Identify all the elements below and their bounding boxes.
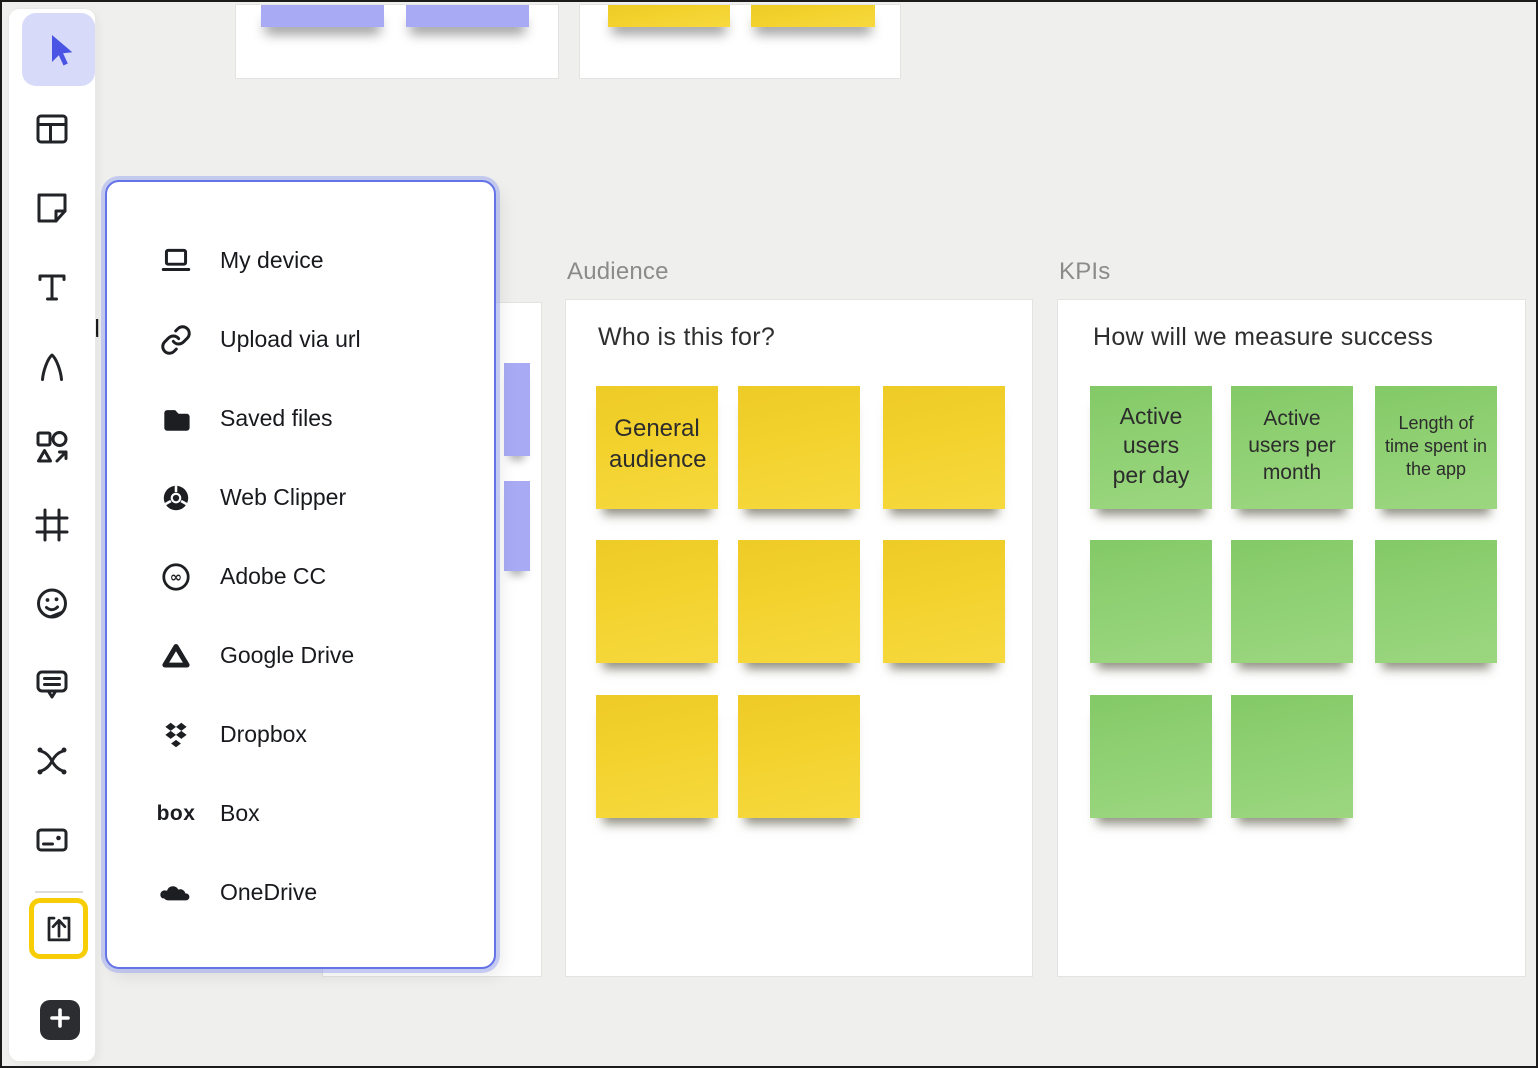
menu-item-label: Saved files bbox=[220, 405, 333, 432]
more-tools-button[interactable] bbox=[40, 1000, 80, 1040]
comment-icon bbox=[30, 662, 74, 706]
plus-icon bbox=[49, 1007, 71, 1034]
sticker-icon bbox=[30, 582, 74, 626]
partial-card-top-right[interactable] bbox=[579, 4, 901, 79]
sticky-note[interactable]: Active users per month bbox=[1231, 386, 1353, 509]
menu-item-adobe-cc[interactable]: ∞ Adobe CC bbox=[107, 537, 494, 616]
menu-item-label: Upload via url bbox=[220, 326, 361, 353]
dropbox-icon bbox=[156, 715, 196, 755]
tool-select[interactable] bbox=[22, 13, 95, 86]
menu-item-my-device[interactable]: My device bbox=[107, 221, 494, 300]
menu-item-label: Web Clipper bbox=[220, 484, 346, 511]
sticky-note-text: Length of time spent in the app bbox=[1384, 386, 1488, 481]
adobe-cc-icon: ∞ bbox=[156, 557, 196, 597]
tool-shapes[interactable] bbox=[30, 425, 74, 469]
kpis-card-title[interactable]: How will we measure success bbox=[1093, 323, 1433, 352]
sticky-note[interactable] bbox=[504, 363, 530, 456]
menu-item-google-drive[interactable]: Google Drive bbox=[107, 616, 494, 695]
sticky-note[interactable] bbox=[883, 386, 1005, 509]
sticky-note[interactable] bbox=[1375, 540, 1497, 663]
tool-templates[interactable] bbox=[30, 107, 74, 151]
menu-item-label: Dropbox bbox=[220, 721, 307, 748]
tool-text[interactable] bbox=[30, 265, 74, 309]
menu-item-upload-via-url[interactable]: Upload via url bbox=[107, 300, 494, 379]
tool-comment[interactable] bbox=[30, 662, 74, 706]
tool-sidebar bbox=[9, 9, 95, 1061]
sticky-note-text: Active users per day bbox=[1105, 386, 1197, 490]
sticky-note-text: Active users per month bbox=[1239, 386, 1345, 487]
sticky-note[interactable] bbox=[1231, 540, 1353, 663]
folder-icon bbox=[156, 399, 196, 439]
sticky-note[interactable] bbox=[504, 481, 530, 571]
menu-item-web-clipper[interactable]: Web Clipper bbox=[107, 458, 494, 537]
google-drive-icon bbox=[156, 636, 196, 676]
tool-sticker[interactable] bbox=[30, 582, 74, 626]
frame-label-audience[interactable]: Audience bbox=[567, 258, 669, 286]
sticky-note[interactable] bbox=[406, 5, 529, 27]
tool-sticky-note[interactable] bbox=[30, 186, 74, 230]
menu-item-label: Box bbox=[220, 800, 260, 827]
connector-icon bbox=[30, 739, 74, 783]
templates-icon bbox=[30, 107, 74, 151]
tool-pen[interactable] bbox=[30, 345, 74, 389]
onedrive-icon bbox=[156, 873, 196, 913]
link-icon bbox=[156, 320, 196, 360]
sticky-note[interactable]: General audience bbox=[596, 386, 718, 509]
occluded-text-fragment: d bbox=[96, 315, 105, 343]
sticky-note[interactable] bbox=[596, 695, 718, 818]
sticky-note[interactable] bbox=[596, 540, 718, 663]
sticky-note[interactable] bbox=[1231, 695, 1353, 818]
upload-menu: My device Upload via url Saved files bbox=[105, 180, 496, 969]
laptop-icon bbox=[156, 241, 196, 281]
menu-item-label: OneDrive bbox=[220, 879, 317, 906]
sticky-note[interactable] bbox=[751, 5, 875, 27]
menu-item-label: My device bbox=[220, 247, 324, 274]
sticky-note[interactable] bbox=[608, 5, 730, 27]
sticky-note[interactable] bbox=[738, 695, 860, 818]
card-icon bbox=[30, 818, 74, 862]
cursor-icon bbox=[37, 28, 81, 72]
sticky-note[interactable] bbox=[261, 5, 384, 27]
tool-upload-highlighted[interactable] bbox=[29, 898, 88, 959]
sticky-note[interactable] bbox=[883, 540, 1005, 663]
menu-item-label: Adobe CC bbox=[220, 563, 326, 590]
frame-label-kpis[interactable]: KPIs bbox=[1059, 258, 1110, 286]
partial-card-top-left[interactable] bbox=[235, 4, 559, 79]
kpis-card[interactable]: How will we measure success Active users… bbox=[1057, 299, 1526, 977]
toolbar-divider bbox=[35, 891, 83, 893]
menu-item-saved-files[interactable]: Saved files bbox=[107, 379, 494, 458]
sticky-note[interactable] bbox=[1090, 540, 1212, 663]
sticky-note[interactable] bbox=[738, 386, 860, 509]
sticky-note-text: General audience bbox=[609, 386, 705, 475]
box-wordmark-icon: box bbox=[156, 794, 196, 834]
tool-connector[interactable] bbox=[30, 739, 74, 783]
menu-item-onedrive[interactable]: OneDrive bbox=[107, 853, 494, 932]
tool-card[interactable] bbox=[30, 818, 74, 862]
sticky-note-icon bbox=[30, 186, 74, 230]
sticky-note[interactable] bbox=[1090, 695, 1212, 818]
frame-icon bbox=[30, 503, 74, 547]
upload-icon bbox=[39, 909, 79, 949]
audience-card-title[interactable]: Who is this for? bbox=[598, 323, 775, 352]
pen-icon bbox=[30, 345, 74, 389]
sticky-note[interactable] bbox=[738, 540, 860, 663]
audience-card[interactable]: Who is this for? General audience bbox=[565, 299, 1033, 977]
menu-item-dropbox[interactable]: Dropbox bbox=[107, 695, 494, 774]
svg-text:∞: ∞ bbox=[170, 567, 182, 585]
chrome-icon bbox=[156, 478, 196, 518]
menu-item-box[interactable]: box Box bbox=[107, 774, 494, 853]
sticky-note[interactable]: Length of time spent in the app bbox=[1375, 386, 1497, 509]
shapes-icon bbox=[30, 425, 74, 469]
sticky-note[interactable]: Active users per day bbox=[1090, 386, 1212, 509]
tool-frame[interactable] bbox=[30, 503, 74, 547]
menu-item-label: Google Drive bbox=[220, 642, 354, 669]
text-icon bbox=[30, 265, 74, 309]
